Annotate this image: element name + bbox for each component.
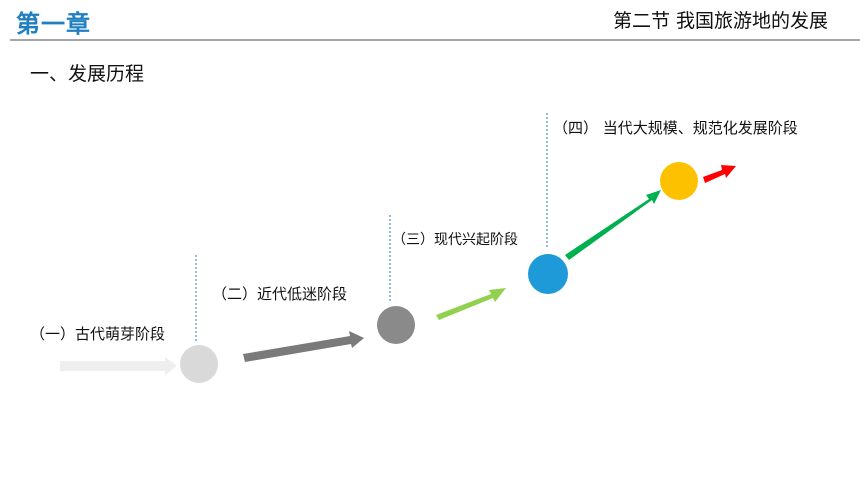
stage-label-3: （三）现代兴起阶段 <box>392 232 518 248</box>
arrow-stage-4-onward <box>703 165 736 183</box>
stage-node-2 <box>377 306 415 344</box>
arrow-stage-1-to-stage-2 <box>243 331 364 362</box>
section-heading: 一、发展历程 <box>30 63 145 85</box>
arrow-start-to-stage-1 <box>60 357 177 375</box>
guide-lines <box>195 113 548 343</box>
stage-label-4: （四） 当代大规模、规范化发展阶段 <box>553 119 798 137</box>
arrows <box>60 165 736 375</box>
chapter-title: 第一章 <box>16 10 91 38</box>
stage-label-1: （一）古代萌芽阶段 <box>30 325 165 343</box>
arrow-stage-3-to-stage-4 <box>565 190 661 260</box>
stage-node-4 <box>660 162 698 200</box>
section-title: 第二节 我国旅游地的发展 <box>612 10 828 32</box>
stage-node-1 <box>180 345 218 383</box>
header-rule <box>10 39 860 41</box>
stage-labels: （一）古代萌芽阶段 （二）近代低迷阶段 （三）现代兴起阶段 （四） 当代大规模、… <box>30 119 798 343</box>
stage-node-3 <box>528 254 568 294</box>
arrow-stage-2-to-stage-3 <box>436 288 506 320</box>
stage-label-2: （二）近代低迷阶段 <box>212 285 347 303</box>
stage-nodes <box>180 162 698 383</box>
